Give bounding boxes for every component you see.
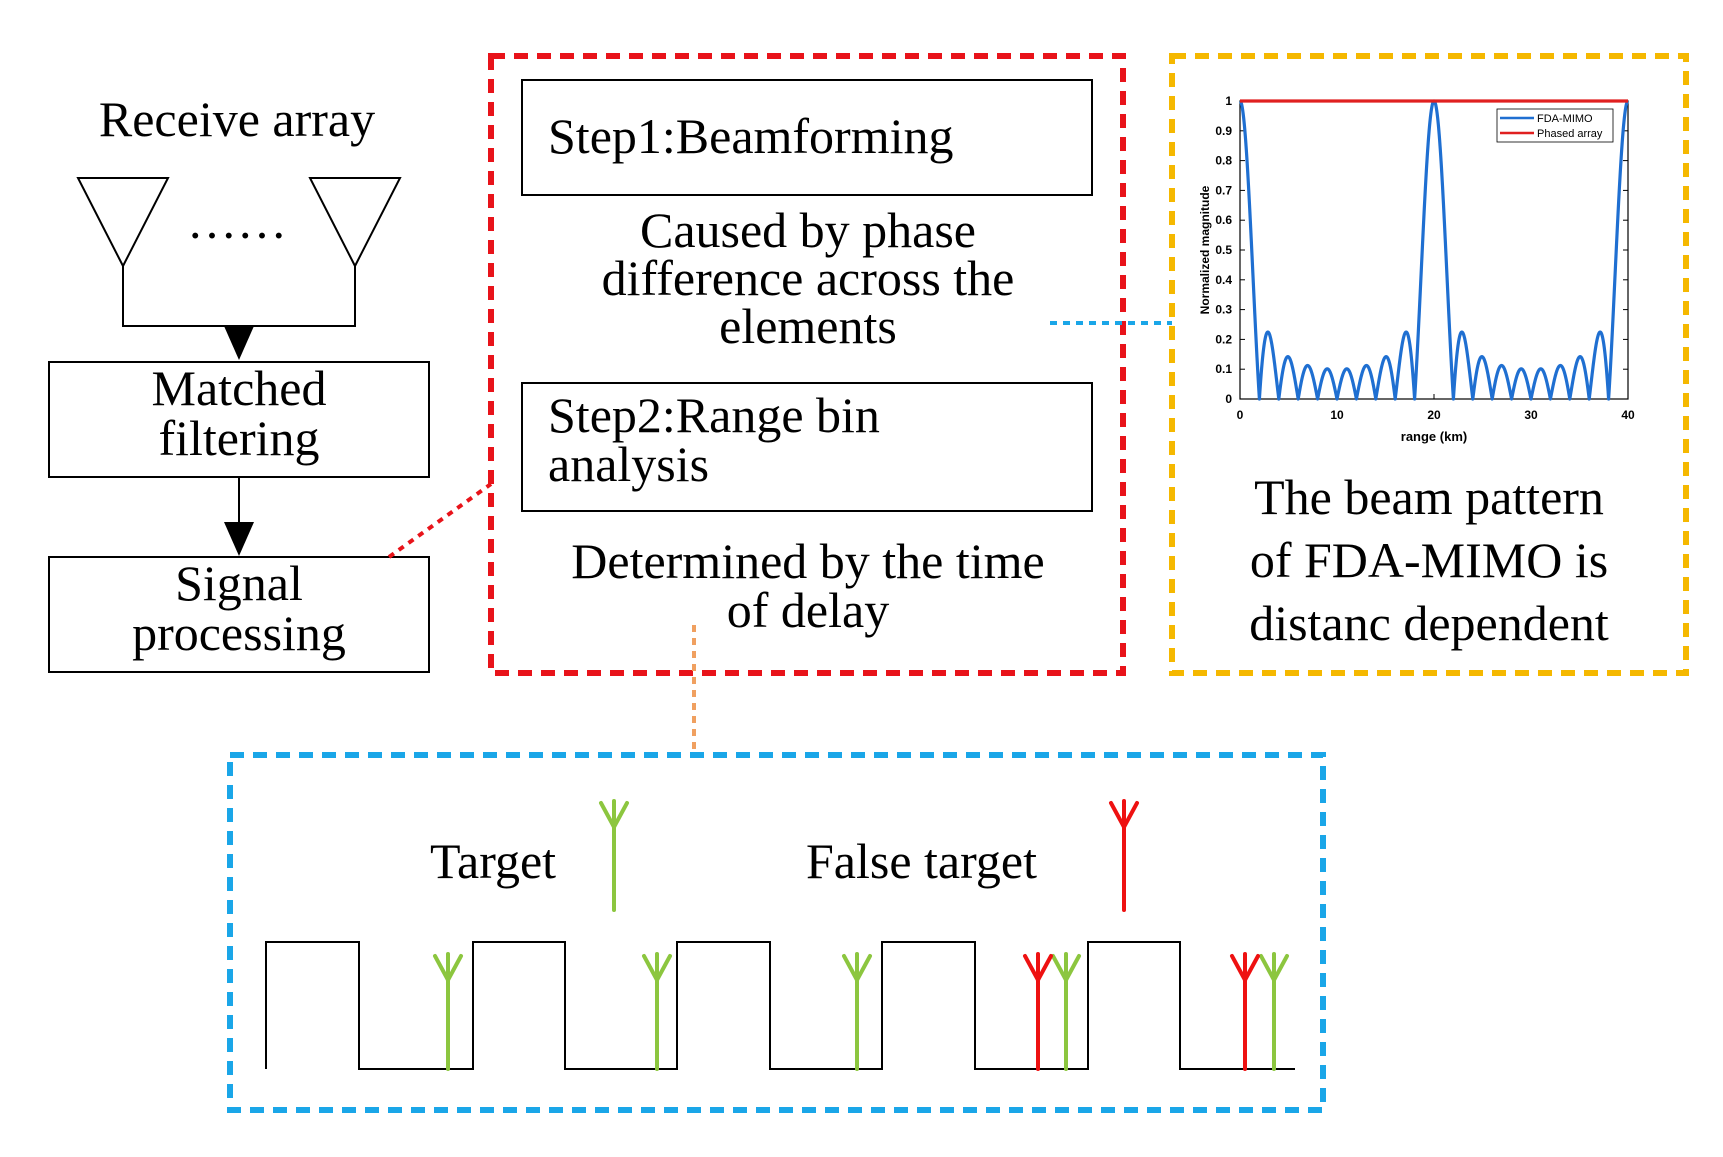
- chart-legend: FDA-MIMO Phased array: [1496, 108, 1614, 143]
- y-axis-label: Normalized magnitude: [1198, 185, 1212, 314]
- target-marker-icon-stroke: [446, 954, 463, 982]
- legend-label-phased-array: Phased array: [1537, 128, 1603, 140]
- false-target-marker-icon: [1023, 952, 1053, 1071]
- step1-caption-1: Caused by phase: [640, 202, 976, 258]
- target-marker-icon-stroke: [642, 954, 659, 982]
- false-target-legend-icon-stroke: [1109, 801, 1126, 829]
- target-markers: [433, 799, 1289, 1071]
- x-tick-label: 40: [1621, 408, 1635, 422]
- receive-chain: Receive array …… Matched filtering Signa…: [48, 91, 430, 673]
- step1-caption-3: elements: [719, 298, 897, 354]
- y-tick-label: 0.4: [1215, 273, 1232, 287]
- steps-panel-border: [488, 53, 1126, 676]
- step2-box: [521, 382, 1093, 512]
- y-tick-label: 0.7: [1215, 183, 1232, 197]
- target-marker-icon-stroke: [1064, 954, 1081, 982]
- false-target-marker-icon: [1230, 952, 1260, 1071]
- y-tick-label: 0.5: [1215, 243, 1232, 257]
- y-tick-label: 0.8: [1215, 154, 1232, 168]
- arrow-down-icon: [224, 522, 254, 556]
- antenna-ellipsis: ……: [187, 193, 287, 249]
- target-marker-icon-stroke: [1272, 954, 1289, 982]
- y-ticks: 0 0.1 0.2 0.3 0.4 0.5 0.6 0.7 0.8 0.9 1: [1215, 94, 1628, 406]
- y-tick-label: 1: [1225, 94, 1232, 108]
- target-marker-icon-stroke: [1051, 954, 1068, 982]
- target-marker-icon: [642, 952, 672, 1071]
- x-tick-label: 10: [1330, 408, 1344, 422]
- range-panel-border: [227, 752, 1326, 1113]
- y-tick-label: 0.1: [1215, 362, 1232, 376]
- target-marker-icon-stroke: [433, 954, 450, 982]
- beam-panel-border: [1169, 53, 1689, 676]
- matched-filtering-label-2: filtering: [158, 410, 319, 466]
- step2-label-1: Step2:Range bin: [548, 387, 880, 443]
- false-target-marker-icon-stroke: [1243, 954, 1260, 982]
- beam-caption-1: The beam pattern: [1254, 469, 1604, 525]
- step1-caption-2: difference across the: [602, 250, 1015, 306]
- array-combiner-line: [122, 266, 356, 327]
- y-tick-label: 0.9: [1215, 124, 1232, 138]
- target-marker-icon-stroke: [1259, 954, 1276, 982]
- target-legend-icon: [599, 799, 629, 912]
- processing-to-steps-connector: [387, 482, 493, 559]
- matched-filtering-label-1: Matched: [152, 360, 327, 416]
- antenna-right-icon: [308, 177, 402, 269]
- signal-processing-label-2: processing: [132, 605, 346, 661]
- target-legend-icon-stroke: [599, 801, 616, 829]
- target-marker-icon: [1051, 952, 1081, 1071]
- x-axis-label: range (km): [1401, 429, 1467, 444]
- step1-box: [521, 79, 1093, 196]
- beam-caption-3: distanc dependent: [1249, 595, 1609, 651]
- step2-label-2: analysis: [548, 436, 709, 492]
- step1-label: Step1:Beamforming: [548, 108, 954, 164]
- step2-caption-2: of delay: [727, 582, 889, 638]
- target-marker-icon: [1259, 952, 1289, 1071]
- target-marker-icon: [433, 952, 463, 1071]
- x-ticks: 0 10 20 30 40: [1237, 394, 1635, 422]
- beam-caption-2: of FDA-MIMO is: [1250, 532, 1608, 588]
- receive-array-label: Receive array: [99, 91, 375, 147]
- arrow-down-icon: [224, 326, 254, 360]
- y-tick-label: 0.3: [1215, 303, 1232, 317]
- target-marker-icon-stroke: [842, 954, 859, 982]
- target-legend-icon-stroke: [612, 801, 629, 829]
- step2-caption-1: Determined by the time: [571, 533, 1044, 589]
- false-target-legend-icon-stroke: [1122, 801, 1139, 829]
- target-marker-icon: [842, 952, 872, 1071]
- y-tick-label: 0.6: [1215, 213, 1232, 227]
- x-tick-label: 20: [1427, 408, 1441, 422]
- x-tick-label: 30: [1524, 408, 1538, 422]
- range-bin-panel: Target False target: [227, 752, 1326, 1113]
- antenna-left-icon: [76, 177, 170, 269]
- x-tick-label: 0: [1237, 408, 1244, 422]
- signal-processing-label-1: Signal: [175, 555, 303, 611]
- steps-panel: Step1:Beamforming Caused by phase differ…: [488, 53, 1126, 676]
- signal-processing-box: [48, 556, 430, 673]
- target-marker-icon-stroke: [855, 954, 872, 982]
- legend-label-fda-mimo: FDA-MIMO: [1537, 113, 1593, 125]
- plot-frame: [1239, 100, 1629, 400]
- y-tick-label: 0.2: [1215, 332, 1232, 346]
- target-label: Target: [430, 833, 556, 889]
- false-target-marker-icon-stroke: [1230, 954, 1247, 982]
- y-tick-label: 0: [1225, 392, 1232, 406]
- false-target-marker-icon-stroke: [1023, 954, 1040, 982]
- false-target-legend-icon: [1109, 799, 1139, 912]
- legend-box: [1496, 108, 1614, 143]
- pulse-train: [265, 941, 1295, 1070]
- false-target-label: False target: [806, 833, 1037, 889]
- false-target-marker-icon-stroke: [1036, 954, 1053, 982]
- target-marker-icon-stroke: [655, 954, 672, 982]
